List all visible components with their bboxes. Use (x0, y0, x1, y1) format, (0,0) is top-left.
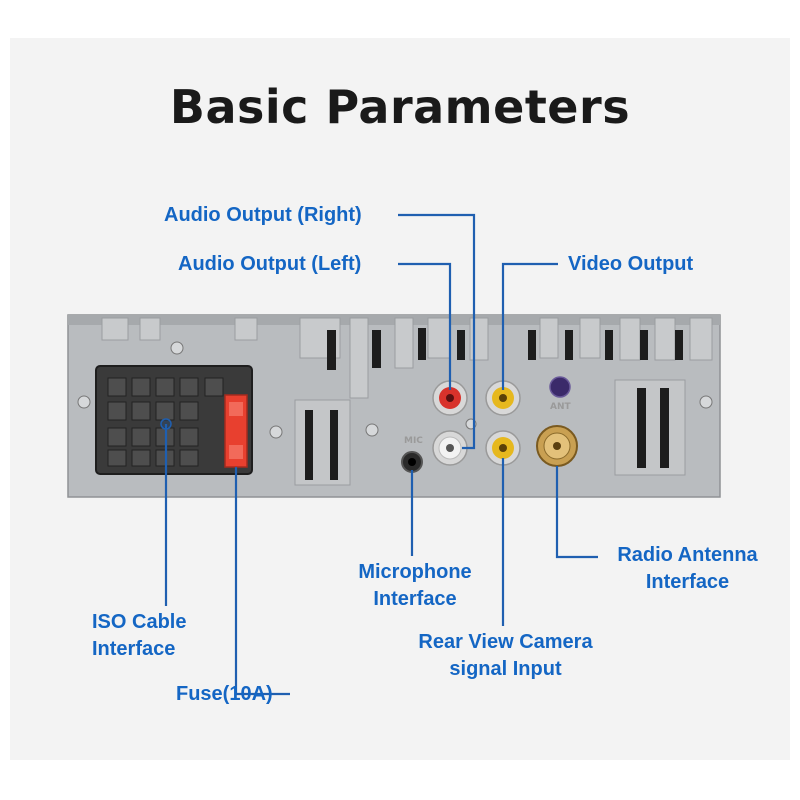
label-microphone-line1: Microphone (358, 561, 472, 583)
rca-jacks (432, 380, 521, 466)
iso-connector (95, 365, 253, 475)
page-title: Basic Parameters (169, 80, 631, 134)
label-radio-line1: Radio Antenna (617, 544, 758, 566)
label-radio-antenna-interface: Radio Antenna Interface (600, 542, 775, 596)
label-iso-line2: Interface (92, 638, 176, 660)
mic-mark: MIC (404, 436, 423, 446)
microphone-jack (401, 451, 423, 473)
antenna-socket (536, 376, 578, 467)
label-audio-output-right: Audio Output (Right) (164, 204, 362, 226)
label-fuse: Fuse(10A) (176, 683, 273, 705)
leader-lines (164, 213, 598, 696)
label-microphone-interface: Microphone Interface (330, 559, 500, 613)
label-camera-line1: Rear View Camera (418, 631, 593, 653)
ant-mark: ANT (550, 402, 571, 412)
label-camera-line2: signal Input (449, 658, 562, 680)
label-iso-line1: ISO Cable (92, 611, 187, 633)
label-radio-line2: Interface (645, 571, 730, 593)
label-video-output: Video Output (568, 253, 694, 275)
label-microphone-line2: Interface (373, 588, 457, 610)
label-iso-cable-interface: ISO Cable Interface (92, 609, 186, 663)
label-audio-output-left: Audio Output (Left) (178, 253, 362, 275)
label-rear-view-camera: Rear View Camera signal Input (398, 629, 613, 683)
